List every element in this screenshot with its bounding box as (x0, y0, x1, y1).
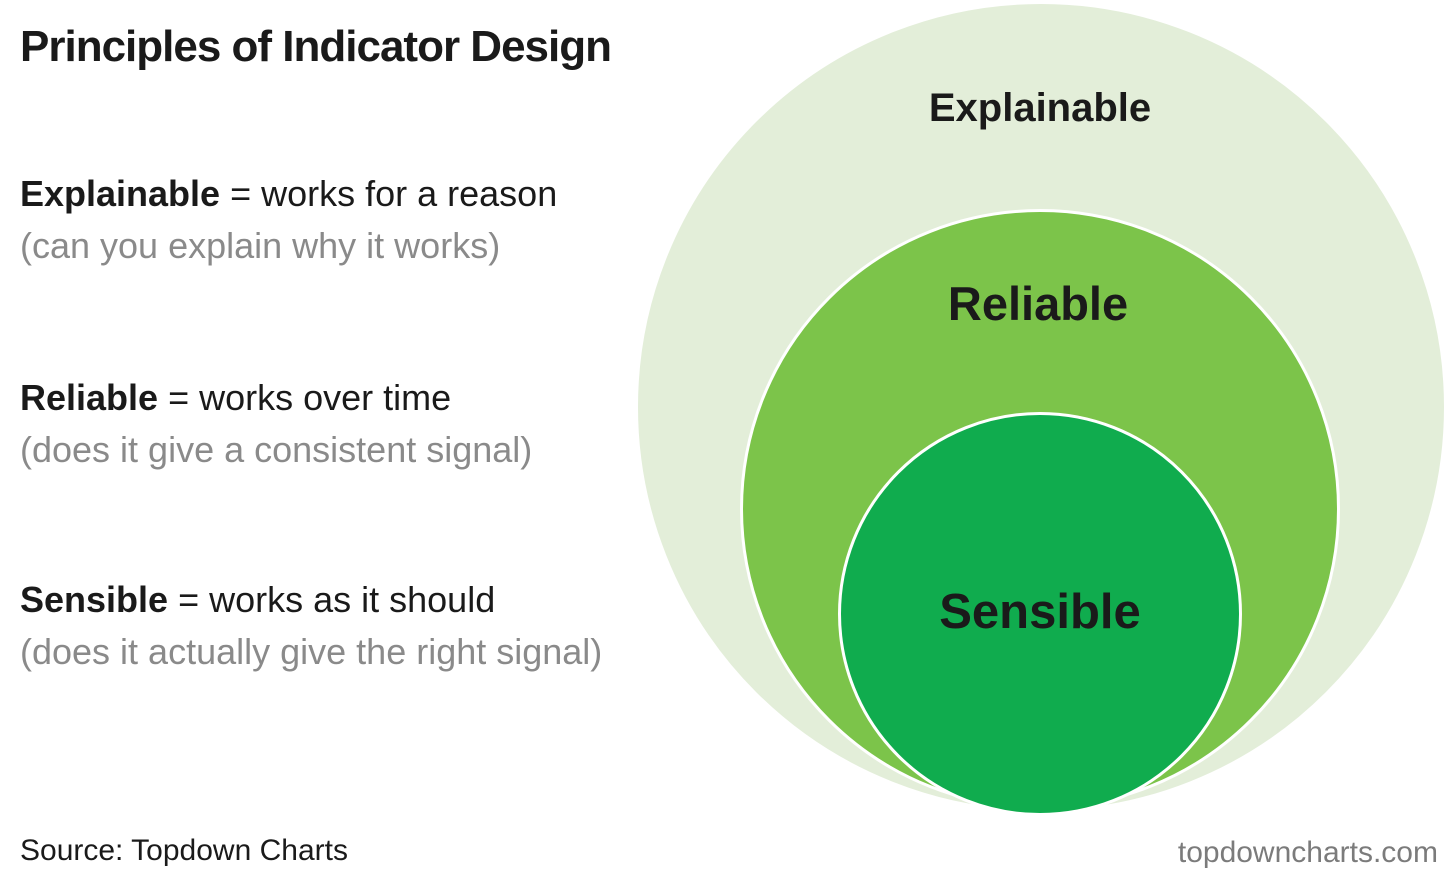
definition-sensible: Sensible = works as it should (does it a… (20, 574, 602, 678)
website-watermark: topdowncharts.com (1177, 836, 1438, 869)
explainable-circle-label: Explainable (928, 86, 1152, 130)
definition-term: Explainable (20, 173, 221, 214)
definition-term: Reliable (20, 377, 159, 418)
sensible-circle-label: Sensible (939, 585, 1141, 639)
source-credit: Source: Topdown Charts (20, 834, 348, 867)
page-title: Principles of Indicator Design (20, 22, 612, 71)
definition-note: (can you explain why it works) (20, 225, 501, 266)
definition-line: Explainable = works for a reason (20, 168, 557, 220)
definition-text: = works as it should (168, 579, 496, 620)
definition-line: Reliable = works over time (20, 372, 532, 424)
definition-term: Sensible (20, 579, 169, 620)
definition-explainable: Explainable = works for a reason (can yo… (20, 168, 557, 272)
definition-line: Sensible = works as it should (20, 574, 602, 626)
definition-text: = works over time (158, 377, 452, 418)
definition-note: (does it actually give the right signal) (20, 631, 603, 672)
reliable-circle-label: Reliable (947, 277, 1129, 330)
definition-reliable: Reliable = works over time (does it give… (20, 372, 532, 476)
definition-note: (does it give a consistent signal) (20, 429, 533, 470)
definition-text: = works for a reason (220, 173, 558, 214)
sensible-circle (838, 412, 1242, 816)
